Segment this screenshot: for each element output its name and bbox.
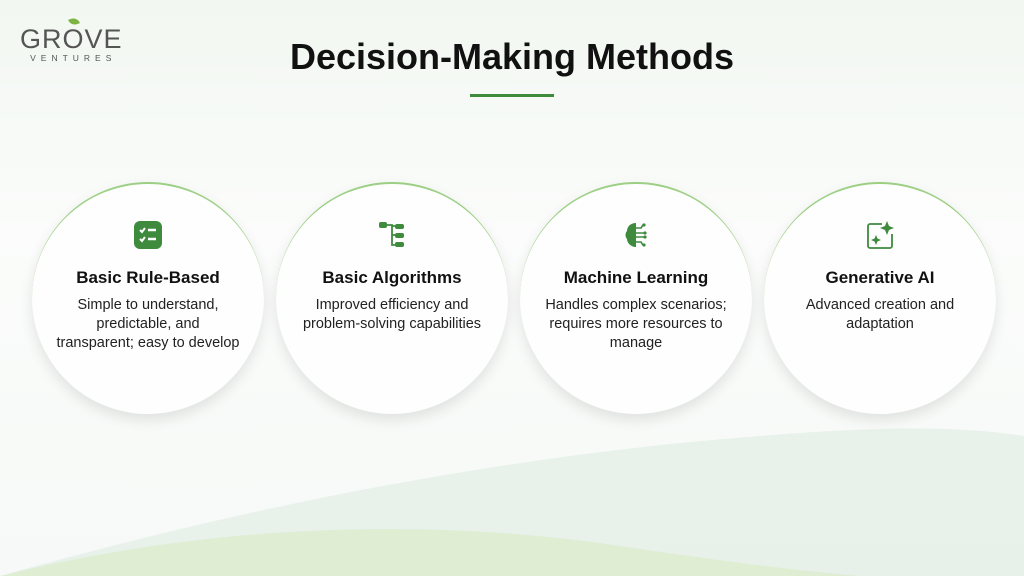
background-wave <box>0 428 1024 576</box>
logo-name: GROVE <box>20 24 123 54</box>
title-underline <box>470 94 554 97</box>
card-description: Simple to understand, predictable, and t… <box>56 297 240 351</box>
brain-circuit-icon <box>625 223 647 247</box>
method-card-algorithms: Basic Algorithms Improved efficiency and… <box>276 182 508 414</box>
grove-ventures-logo: GROVE VENTURES <box>20 16 123 64</box>
hierarchy-tree-icon <box>379 222 404 247</box>
card-title: Generative AI <box>825 268 935 287</box>
logo-subtitle: VENTURES <box>30 53 117 63</box>
method-card-rule-based: Basic Rule-Based Simple to understand, p… <box>32 182 264 414</box>
sparkle-icon <box>867 221 894 249</box>
method-card-machine-learning: Machine Learning Handles complex scenari… <box>520 182 752 414</box>
card-title: Basic Algorithms <box>322 268 462 287</box>
method-card-generative-ai: Generative AI Advanced creation and adap… <box>764 182 996 414</box>
card-description: Handles complex scenarios; requires more… <box>545 297 727 351</box>
card-title: Machine Learning <box>563 268 709 287</box>
page-title: Decision-Making Methods <box>289 36 735 77</box>
card-description: Improved efficiency and problem-solving … <box>302 297 482 332</box>
card-description: Advanced creation and adaptation <box>805 297 955 332</box>
card-title: Basic Rule-Based <box>76 268 220 287</box>
checklist-icon <box>134 221 162 249</box>
